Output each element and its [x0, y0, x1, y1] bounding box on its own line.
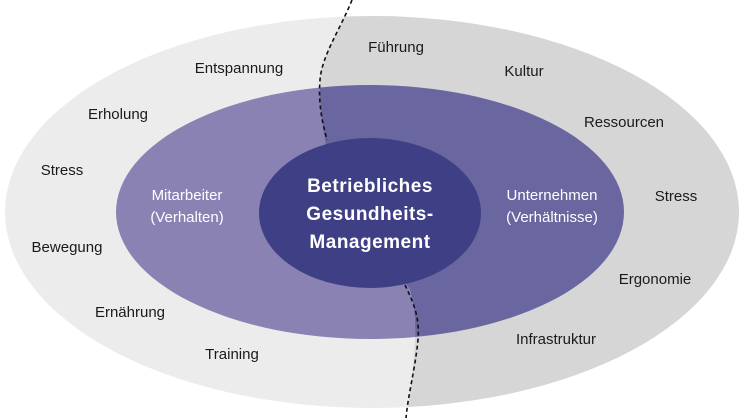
- behavior-factor: Entspannung: [195, 60, 283, 77]
- condition-factor: Infrastruktur: [516, 331, 596, 348]
- company-subtitle: (Verhältnisse): [506, 209, 598, 226]
- condition-factor: Stress: [655, 188, 698, 205]
- core-title-line-3: Management: [309, 232, 430, 253]
- behavior-factor: Training: [205, 346, 259, 363]
- behavior-factor: Ernährung: [95, 304, 165, 321]
- core-title-line-2: Gesundheits-: [306, 204, 433, 225]
- behavior-factor: Bewegung: [32, 239, 103, 256]
- condition-factor: Ergonomie: [619, 271, 692, 288]
- condition-factor: Ressourcen: [584, 114, 664, 131]
- condition-factor: Kultur: [504, 63, 543, 80]
- core-ellipse: [259, 138, 481, 288]
- behavior-factor: Stress: [41, 162, 84, 179]
- employee-title: Mitarbeiter: [152, 187, 223, 204]
- divider-line-bottom: [404, 284, 420, 419]
- divider-line-top: [318, 0, 353, 141]
- behavior-factor: Erholung: [88, 106, 148, 123]
- employee-subtitle: (Verhalten): [150, 209, 223, 226]
- condition-factor: Führung: [368, 39, 424, 56]
- core-title-line-1: Betriebliches: [307, 176, 433, 197]
- company-title: Unternehmen: [507, 187, 598, 204]
